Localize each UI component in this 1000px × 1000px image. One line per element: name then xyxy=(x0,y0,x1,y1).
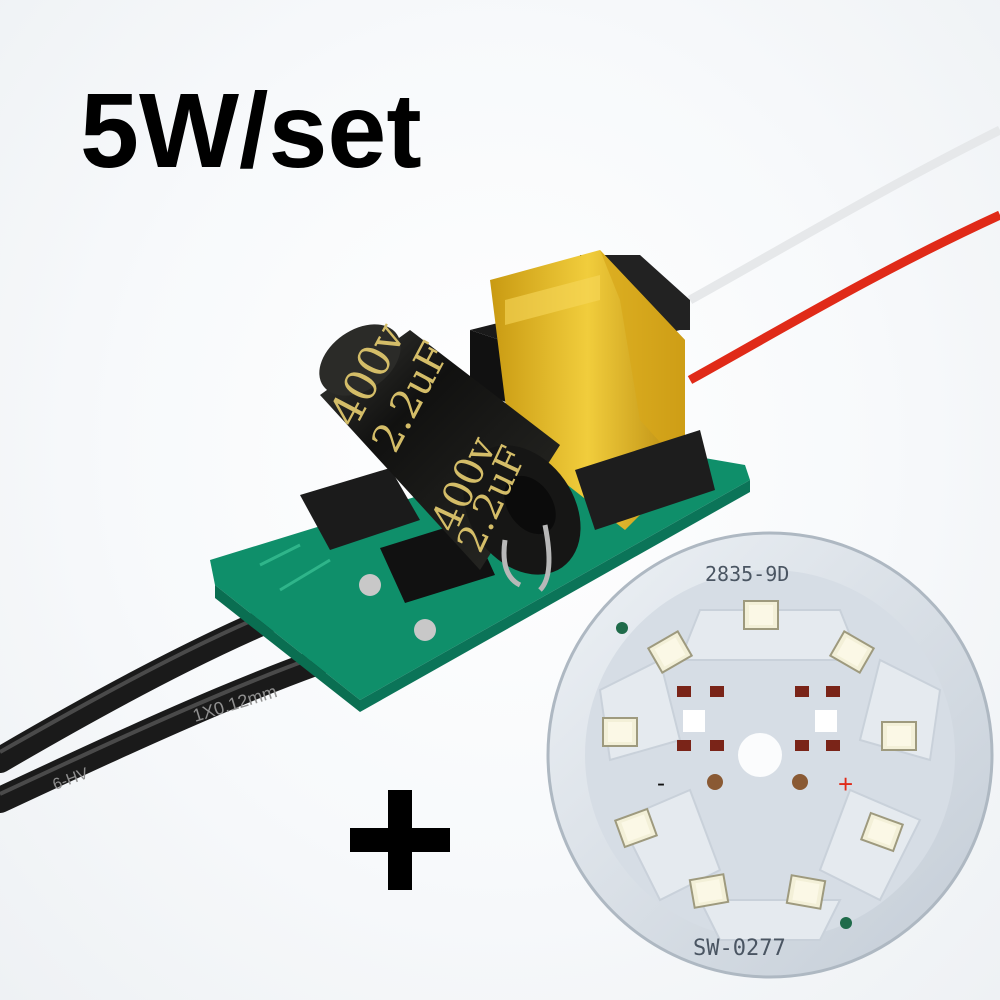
minus-label: - xyxy=(657,770,665,797)
headline: 5W/set xyxy=(80,72,422,190)
solder-point xyxy=(414,619,436,641)
led-board-bottom-label: SW-0277 xyxy=(693,936,786,961)
solder-point xyxy=(359,574,381,596)
led-board-top-label: 2835-9D xyxy=(705,562,789,586)
output-wires xyxy=(687,125,1000,384)
led-board: - + 2835-9D SW-0277 xyxy=(546,531,994,979)
led-chips xyxy=(602,600,917,910)
plus-sign xyxy=(350,790,450,890)
plus-label: + xyxy=(838,769,853,799)
